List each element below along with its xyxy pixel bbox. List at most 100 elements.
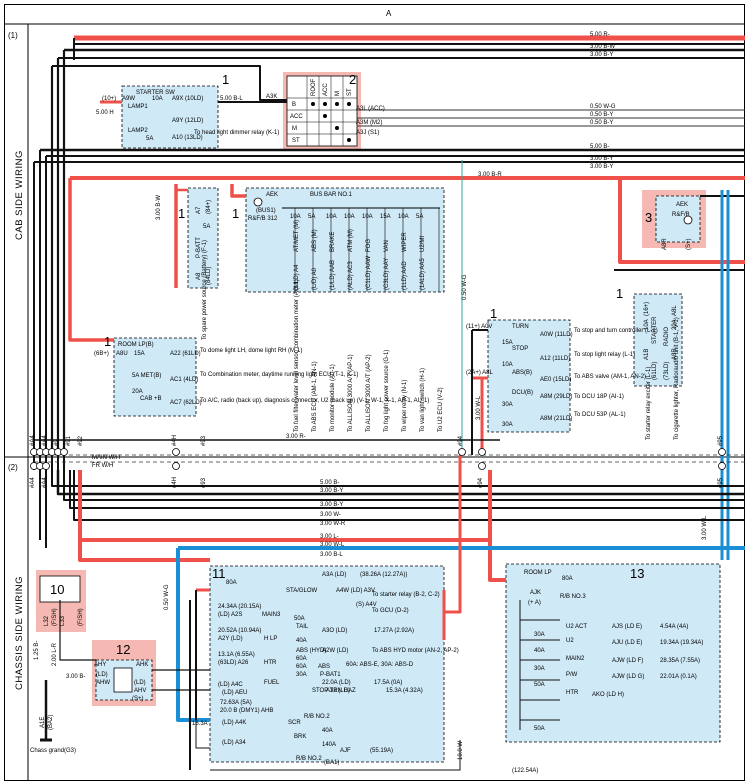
wire-label: 10.0 W [458, 741, 464, 760]
busbar-sub: (BUS1) [256, 208, 276, 214]
main-fuse-row: A4W (LD) A3V [336, 588, 375, 594]
room-lp-fuse-row: 80A [562, 576, 573, 582]
main-fuse-row: HTR [264, 660, 277, 666]
main-fuse-row: STA/GLOW [286, 588, 318, 594]
comp10-label: L33 [60, 615, 66, 626]
turn-to: To stop and turn controller (L-1) [574, 328, 658, 334]
comp3-label: A8R [662, 238, 668, 250]
cab-section-label: CAB SIDE WIRING [14, 150, 25, 240]
room-lp-fuse-row: U2 [566, 638, 574, 644]
room-lp-fuse-row: R/B NO.3 [560, 594, 586, 600]
pbatt-label: (84LD) [206, 267, 212, 285]
wire-label: 3.00 B-Y [320, 502, 343, 508]
turn-label: A8M (29LD) [540, 394, 572, 400]
comp12-label: (LD) [134, 680, 146, 686]
busbar-fuse-amp: 15A [380, 214, 391, 220]
wire-blue-right [720, 190, 730, 560]
switch-col-label: ACC [323, 83, 329, 96]
wire-label: 0.50 B-Y [590, 112, 613, 118]
turn-number: 1 [490, 306, 497, 321]
chassis-section-marker: (2) [8, 463, 18, 472]
turn-label: AE0 (15LD) [540, 377, 571, 383]
pbatt-to: To spare power source (Battery) (F-1) [202, 240, 208, 340]
main-fuse-row: SCR [288, 720, 301, 726]
main-fuse-row: 72.63A (5A) [220, 700, 252, 706]
main-fuse-row: FUEL [264, 680, 280, 686]
pbatt-box [187, 187, 219, 289]
conn-circle [172, 448, 180, 456]
room-lp-fuse-row: P/W [566, 672, 578, 678]
switch-col-label: ST [347, 88, 353, 96]
roomlp-title: ROOM LP(B) [118, 342, 154, 348]
ignition-switch-table [286, 75, 358, 147]
turn-label: A8M (21LD) [540, 416, 572, 422]
roomlp-label: A8U [116, 351, 128, 357]
starter-r-to: To cigarette lighter, Radio/audio unit (… [674, 317, 680, 440]
wire-label: 0.50 B-Y [590, 120, 613, 126]
conn-tag: #A4 [30, 435, 36, 446]
turn-stop-box [487, 319, 571, 433]
busbar-fuse-to: To monitor module (A0-1) [330, 364, 336, 432]
switch-pin: A3K [266, 94, 277, 100]
wire-left-low [39, 470, 47, 548]
wire-12-11 [152, 669, 210, 691]
main-fuse-row: (LD) A2S [218, 612, 242, 618]
wire-label: 16.3A [192, 721, 208, 727]
switch-pin: A3M (M2) [356, 120, 382, 126]
wire-label: 0.50 W-G [590, 104, 616, 110]
turn-label: A12 (11LD) [540, 356, 570, 362]
roomlp-label: 5A MET(B) [132, 373, 161, 379]
comp12-label: AHV [134, 688, 146, 694]
busbar-fuse-to: To fog light power source (G-1) [384, 350, 390, 432]
wire-label: 3.00 B-L [320, 552, 343, 558]
pbatt-label: A7 [196, 206, 202, 214]
starter-label: A9Y (12LD) [172, 118, 203, 124]
pbatt-number: 1 [178, 206, 185, 221]
busbar-fuse-to: To van light switch (H-1) [420, 368, 426, 432]
wire-label: 5.00 B- [320, 480, 339, 486]
switch-pin: A3L (ACC) [356, 106, 385, 112]
wire-label: 3.00 B-Y [590, 52, 613, 58]
main-fuse-row: 80A [226, 580, 237, 586]
main-fuse-row: A3A (LD) [322, 572, 346, 578]
wire-13-internal [519, 600, 560, 730]
wire-label: 3.00 W- [320, 512, 341, 518]
busbar-fuse-amp: 10A [344, 214, 355, 220]
main-fuse-row: 24.34A (20.15A) [218, 604, 261, 610]
main-wh-label: MAIN W/H [92, 455, 120, 461]
conn-tag: #94 [458, 435, 464, 446]
switch-dots [311, 102, 351, 142]
starter-label: LAMP1 [128, 104, 148, 110]
conn-tag: #92 [78, 435, 84, 446]
turn-label: A0W (11LD) [540, 332, 573, 338]
starter-r-label: 10A [644, 319, 650, 330]
wire-red-busbar [230, 184, 246, 198]
busbar-fuse-pin: (C1LD) AAW [366, 256, 372, 290]
room-lp-b-box [113, 337, 197, 417]
wire-bottom2 [195, 720, 210, 749]
main-fuse-row: (BA1) [324, 760, 339, 766]
wire-red-roomlp [68, 178, 114, 342]
switch-dot [347, 138, 351, 142]
room-lp-fuse-row: MAIN2 [566, 656, 585, 662]
turn-label: 30A [502, 402, 513, 408]
main-fuse-row: (LD) AEU [222, 690, 247, 696]
main-fuse-row: 60A: ABS-E, 30A: ABS-D [346, 662, 414, 668]
main-fuse-box [209, 565, 445, 763]
busbar-fuse-to: To ALLISON 3000 A/T (AP-2) [366, 354, 372, 432]
main-fuse-row: BRK [294, 734, 306, 740]
turn-to: To DCU 53P (AL-1) [574, 412, 626, 418]
conn-tag: #94 [478, 477, 484, 488]
main-fuse-row: P-BAT1 [320, 672, 341, 678]
turn-to: To stop light relay (L-1) [574, 352, 635, 358]
switch-dot [323, 114, 327, 118]
turn-to: To ABS valve (AM-1, AN-2) [574, 374, 646, 380]
main-fuse-row: 22.0A (LD) [322, 680, 351, 686]
main-fuse-row: To starter relay (B-2, C-2) [372, 592, 440, 598]
comp3-box [655, 195, 701, 243]
main-fuse-row: 60A [296, 664, 307, 670]
wire-label: 3.00 B-Y [320, 488, 343, 494]
room-lp-fuse-row: 30A [534, 666, 545, 672]
conn-tag: #4H [172, 435, 178, 446]
